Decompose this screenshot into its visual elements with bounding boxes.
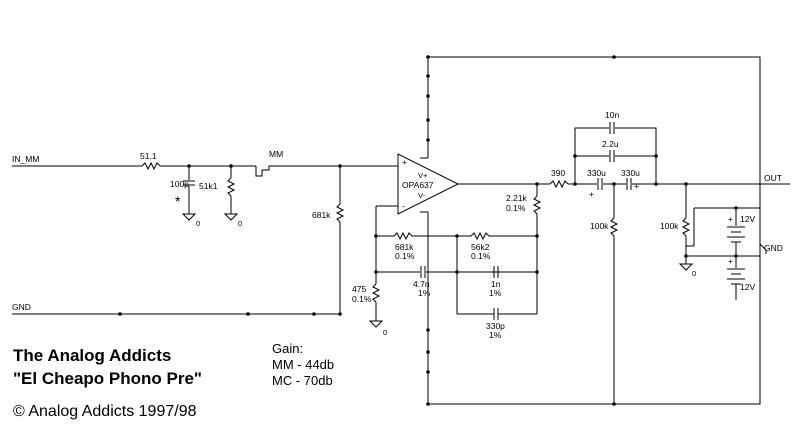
label-c-4-7n: 4.7n (413, 279, 430, 289)
label-r-2-21k-tol: 0.1% (506, 203, 526, 213)
label-r-56k2-tol: 0.1% (471, 251, 491, 261)
label-r-51k1: 51k1 (199, 181, 218, 191)
label-out: OUT (764, 173, 782, 183)
resistor-100k-a (609, 217, 619, 237)
gain-heading: Gain: (272, 341, 304, 356)
label-asterisk: * (175, 193, 181, 209)
label-r-56k2: 56k2 (471, 242, 490, 252)
label-c-330p-tol: 1% (489, 330, 502, 340)
label-r-51-1: 51.1 (140, 151, 157, 161)
label-c-330u-b: 330u (621, 168, 640, 178)
label-plus-b: + (634, 181, 639, 191)
component-labels: IN_MM GND OUT GND MM 51.1 100p * 51k1 68… (12, 110, 783, 340)
label-gnd-right: GND (764, 243, 783, 253)
resistor-681k-fb (393, 231, 413, 241)
label-opamp-vplus: V+ (418, 171, 428, 180)
label-batt-bot: 12V (740, 282, 755, 292)
ground-symbols (181, 213, 694, 328)
opamp-opa637 (376, 153, 550, 215)
label-opamp-vminus: V- (418, 191, 426, 200)
gain-block: Gain: MM - 44db MC - 70db (272, 341, 334, 389)
input-stage (12, 161, 398, 315)
label-c-10n: 10n (605, 110, 619, 120)
label-r-100k-b: 100k (660, 221, 679, 231)
resistor-390 (549, 179, 569, 189)
resistor-51k1 (226, 177, 236, 197)
label-gnd-0-b: 0 (238, 219, 242, 228)
label-r-681k: 681k (312, 210, 331, 220)
label-mm-switch: MM (269, 149, 283, 159)
title-line1: The Analog Addicts (13, 346, 172, 365)
label-r-390: 390 (551, 168, 565, 178)
label-c-330u-a: 330u (587, 168, 606, 178)
label-gnd-0-c: 0 (383, 328, 387, 337)
gain-mm: MM - 44db (272, 357, 335, 372)
output-stage (549, 122, 790, 404)
ground-icon (368, 320, 384, 328)
resistor-100k-b (681, 217, 691, 237)
resistor-51-1 (141, 161, 161, 171)
ground-icon (181, 213, 197, 221)
title-line2: "El Cheapo Phono Pre" (13, 369, 202, 388)
resistor-681k (335, 203, 345, 223)
label-r-681k-fb: 681k (395, 242, 414, 252)
label-c-1n: 1n (491, 279, 501, 289)
label-opamp-in-minus: - (402, 201, 405, 211)
label-plus-c: + (728, 214, 733, 224)
schematic-title: The Analog Addicts "El Cheapo Phono Pre" (13, 344, 202, 390)
resistor-2-21k (532, 195, 542, 215)
ground-icon (678, 263, 694, 271)
label-c-330p: 330p (486, 321, 505, 331)
label-c-2-2u: 2.2u (602, 139, 619, 149)
label-r-2-21k: 2.21k (506, 193, 528, 203)
label-plus-d: + (728, 256, 733, 266)
label-r-475-tol: 0.1% (352, 294, 372, 304)
label-c-100p: 100p (170, 179, 189, 189)
feedback-network (371, 184, 542, 321)
label-r-100k-a: 100k (590, 221, 609, 231)
resistor-56k2 (470, 231, 490, 241)
resistor-475 (371, 283, 381, 303)
label-opamp-name: OPA637 (402, 180, 434, 190)
batteries (727, 208, 767, 300)
label-gnd-0-d: 0 (692, 269, 696, 278)
label-plus-a: + (589, 189, 594, 199)
label-gnd-left: GND (12, 302, 31, 312)
label-batt-top: 12V (740, 214, 755, 224)
mm-switch (255, 165, 340, 177)
label-in-mm: IN_MM (12, 154, 39, 164)
copyright: © Analog Addicts 1997/98 (13, 403, 197, 420)
ground-icon (223, 213, 239, 221)
label-r-681k-fb-tol: 0.1% (395, 251, 415, 261)
label-c-1n-tol: 1% (489, 288, 502, 298)
label-c-4-7n-tol: 1% (418, 288, 431, 298)
label-r-475: 475 (352, 284, 366, 294)
label-opamp-in-plus: + (402, 157, 407, 167)
gain-mc: MC - 70db (272, 373, 333, 388)
label-gnd-0-a: 0 (196, 219, 200, 228)
junction-dots (118, 55, 738, 406)
